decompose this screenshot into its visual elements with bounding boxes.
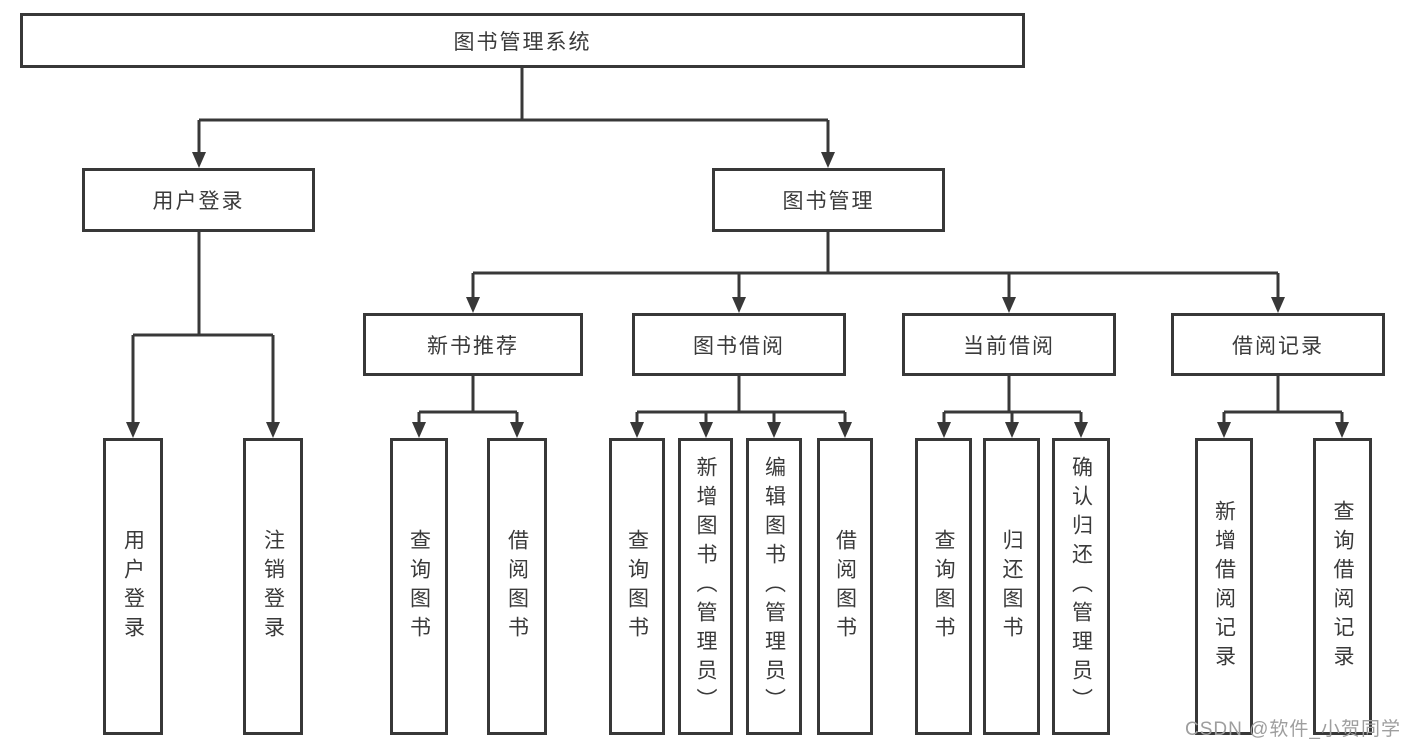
- connector-newbook-to-leaves: [417, 376, 519, 424]
- leaf-label: 查询图书: [407, 528, 431, 645]
- connector-bookmgmt-to-modules: [471, 232, 1280, 299]
- leaf-query-books-borrowing: 查询图书: [609, 438, 665, 735]
- connector-records-to-leaves: [1222, 376, 1344, 424]
- connector-borrowing-to-leaves: [635, 376, 847, 424]
- leaf-edit-books-admin: 编辑图书（管理员）: [746, 438, 802, 735]
- leaf-add-borrow-record: 新增借阅记录: [1195, 438, 1253, 735]
- node-label: 图书管理: [782, 190, 875, 213]
- leaf-label: 新增借阅记录: [1212, 499, 1236, 674]
- leaf-query-borrow-record: 查询借阅记录: [1313, 438, 1372, 735]
- node-book-borrowing: 图书借阅: [632, 313, 846, 376]
- node-book-management: 图书管理: [712, 168, 945, 232]
- connector-root-to-branches: [197, 68, 830, 154]
- node-label: 用户登录: [152, 190, 245, 213]
- leaf-confirm-return-admin: 确认归还（管理员）: [1052, 438, 1110, 735]
- leaf-query-books-recommend: 查询图书: [390, 438, 448, 735]
- node-current-borrowing: 当前借阅: [902, 313, 1116, 376]
- node-label: 新书推荐: [427, 334, 519, 358]
- node-borrowing-records: 借阅记录: [1171, 313, 1385, 376]
- leaf-label: 归还图书: [1000, 528, 1023, 645]
- leaf-label: 注销登录: [261, 528, 285, 645]
- leaf-label: 新增图书（管理员）: [694, 456, 717, 717]
- leaf-add-books-admin: 新增图书（管理员）: [678, 438, 733, 735]
- node-library-system: 图书管理系统: [20, 13, 1025, 68]
- leaf-label: 借阅图书: [505, 528, 529, 645]
- leaf-user-login: 用户登录: [103, 438, 163, 735]
- leaf-label: 编辑图书（管理员）: [762, 456, 786, 717]
- node-label: 图书管理系统: [453, 30, 592, 54]
- leaf-label: 查询借阅记录: [1331, 499, 1354, 674]
- node-label: 当前借阅: [963, 334, 1055, 358]
- node-label: 图书借阅: [693, 334, 785, 358]
- leaf-logout: 注销登录: [243, 438, 303, 735]
- connector-current-to-leaves: [942, 376, 1083, 424]
- csdn-watermark: CSDN @软件_小贺同学: [1185, 719, 1401, 740]
- leaf-label: 确认归还（管理员）: [1069, 456, 1093, 717]
- leaf-label: 查询图书: [625, 528, 649, 645]
- leaf-label: 用户登录: [121, 528, 145, 645]
- leaf-query-books-current: 查询图书: [915, 438, 972, 735]
- leaf-return-books: 归还图书: [983, 438, 1040, 735]
- leaf-borrow-books-borrowing: 借阅图书: [817, 438, 873, 735]
- leaf-label: 借阅图书: [833, 528, 857, 645]
- node-user-login-branch: 用户登录: [82, 168, 315, 232]
- node-new-book-recommend: 新书推荐: [363, 313, 583, 376]
- leaf-label: 查询图书: [932, 528, 955, 645]
- connector-userlogin-to-leaves: [131, 232, 275, 424]
- arrowheads: [126, 152, 1349, 438]
- node-label: 借阅记录: [1232, 334, 1324, 358]
- leaf-borrow-books-recommend: 借阅图书: [487, 438, 547, 735]
